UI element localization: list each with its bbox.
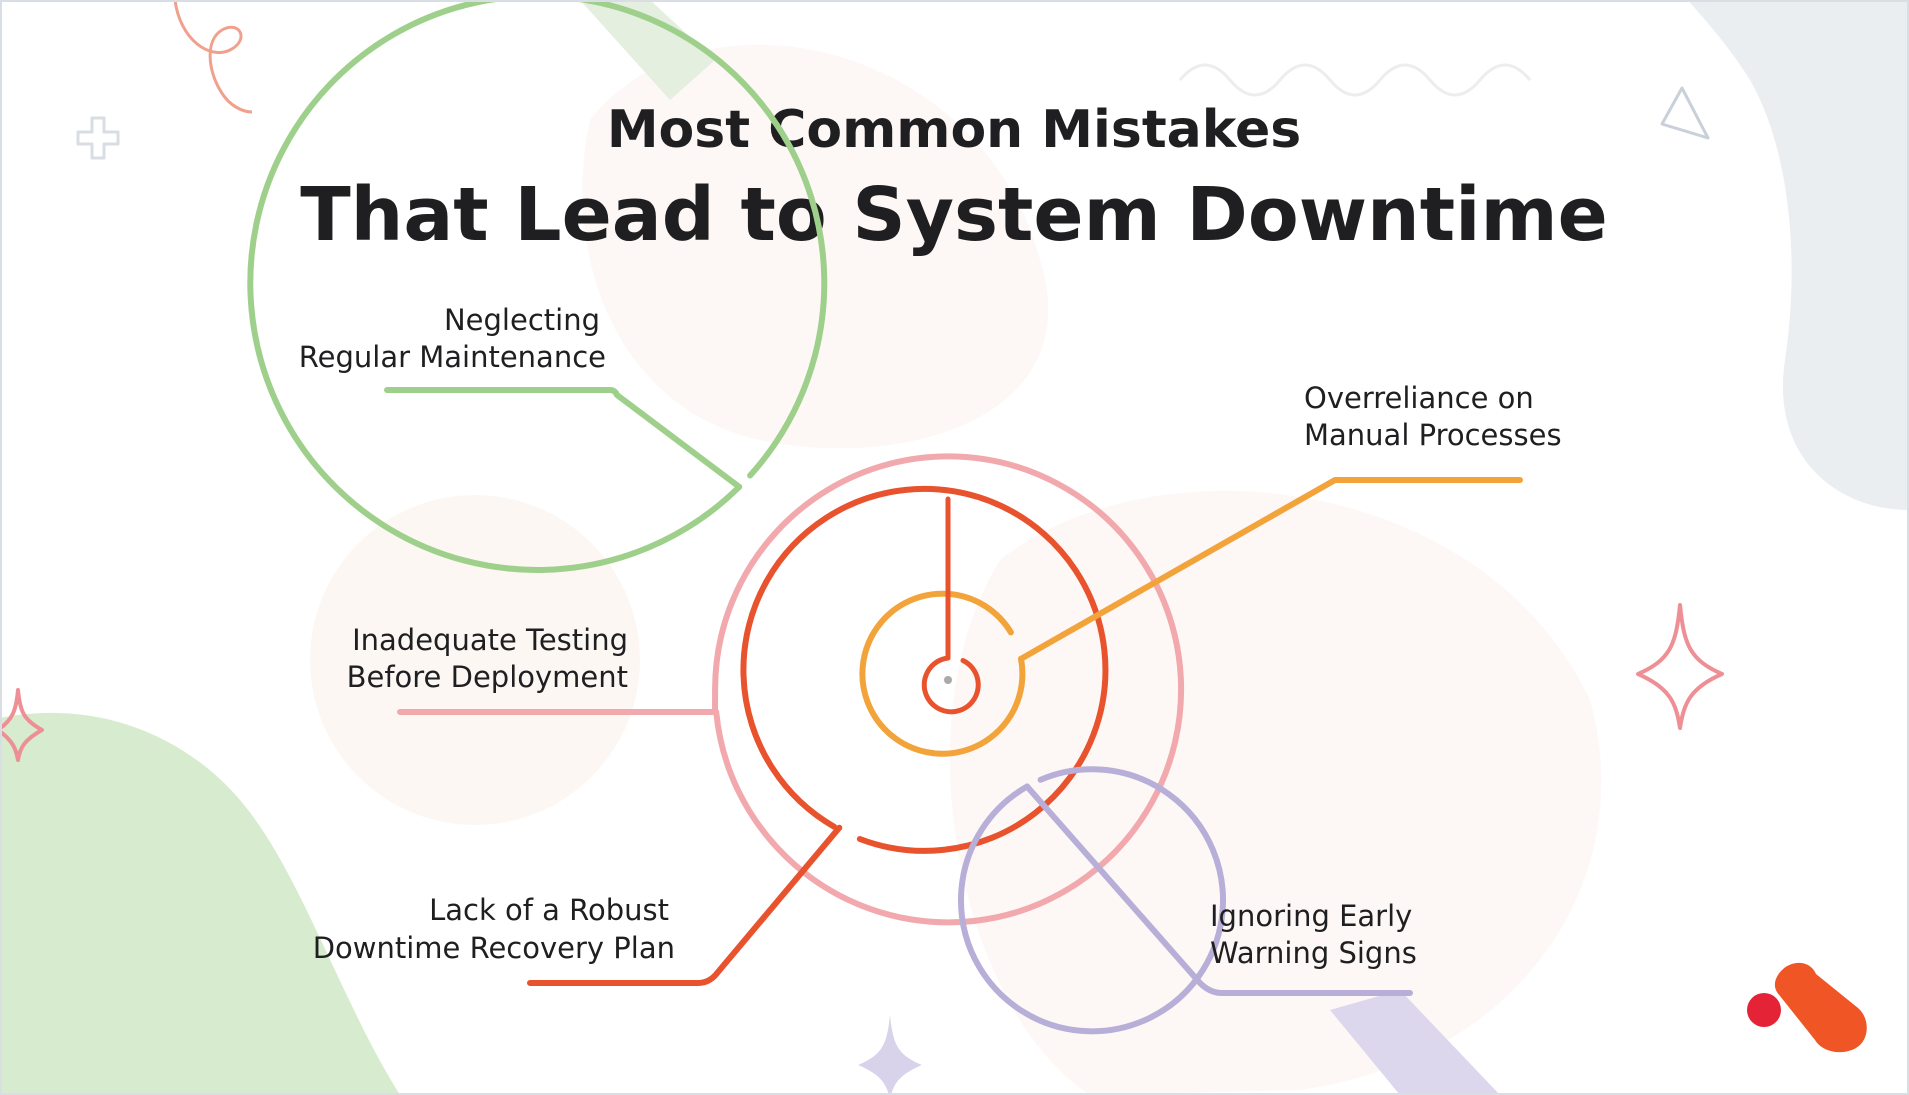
connector-orange bbox=[1018, 477, 1523, 662]
connector-red bbox=[527, 824, 843, 986]
triangle-outline-icon bbox=[1660, 86, 1710, 140]
ring-purple bbox=[958, 766, 1226, 1035]
diagonal-band-top bbox=[580, 0, 715, 100]
background-blob-right bbox=[949, 490, 1602, 1095]
label-manual-line-2: Manual Processes bbox=[1304, 418, 1562, 452]
four-point-star-icon-bottom bbox=[858, 1015, 922, 1095]
swirl-decoration-icon bbox=[173, 0, 253, 114]
diagonal-band-bottom bbox=[1330, 990, 1500, 1095]
label-recovery-plan: Lack of a Robust Downtime Recovery Plan bbox=[313, 893, 675, 965]
label-warning-line-1: Ignoring Early bbox=[1210, 899, 1412, 933]
label-inadequate-testing: Inadequate Testing Before Deployment bbox=[347, 623, 628, 694]
label-recovery-line-1: Lack of a Robust bbox=[429, 893, 669, 927]
label-warning-line-2: Warning Signs bbox=[1210, 936, 1417, 970]
label-testing-line-1: Inadequate Testing bbox=[352, 623, 628, 657]
plus-sparkle-icon bbox=[76, 116, 120, 160]
label-warning-signs: Ignoring Early Warning Signs bbox=[1210, 899, 1417, 970]
label-neglecting-line-2: Regular Maintenance bbox=[299, 340, 606, 374]
background-circle-left bbox=[310, 495, 640, 825]
label-manual-processes: Overreliance on Manual Processes bbox=[1304, 381, 1562, 452]
label-neglecting-line-1: Neglecting bbox=[444, 303, 600, 337]
title-line-2: That Lead to System Downtime bbox=[300, 172, 1608, 258]
ring-red bbox=[740, 485, 1109, 854]
zigzag-line bbox=[1178, 63, 1532, 97]
label-testing-line-2: Before Deployment bbox=[347, 660, 628, 694]
background-blob-top bbox=[582, 44, 1049, 449]
connector-pink bbox=[397, 687, 719, 715]
center-dot bbox=[944, 676, 952, 684]
concentric-maze-diagram bbox=[247, 0, 1523, 1035]
connector-purple bbox=[1024, 783, 1413, 996]
background-blob-bottom-left bbox=[0, 712, 400, 1095]
four-point-star-icon-left bbox=[0, 688, 44, 762]
background-blob-top-right bbox=[1688, 0, 1909, 510]
label-neglecting-maintenance: Neglecting Regular Maintenance bbox=[299, 303, 606, 374]
label-manual-line-1: Overreliance on bbox=[1304, 381, 1534, 415]
title-line-1: Most Common Mistakes bbox=[607, 100, 1301, 160]
label-recovery-line-2: Downtime Recovery Plan bbox=[313, 931, 675, 965]
brand-logo-icon bbox=[1747, 962, 1867, 1053]
ring-green bbox=[247, 0, 828, 573]
ring-orange bbox=[859, 590, 1026, 757]
ring-center-red bbox=[921, 655, 981, 715]
ring-pink bbox=[712, 453, 1185, 926]
four-point-star-icon bbox=[1636, 603, 1724, 730]
connector-green bbox=[384, 387, 743, 490]
